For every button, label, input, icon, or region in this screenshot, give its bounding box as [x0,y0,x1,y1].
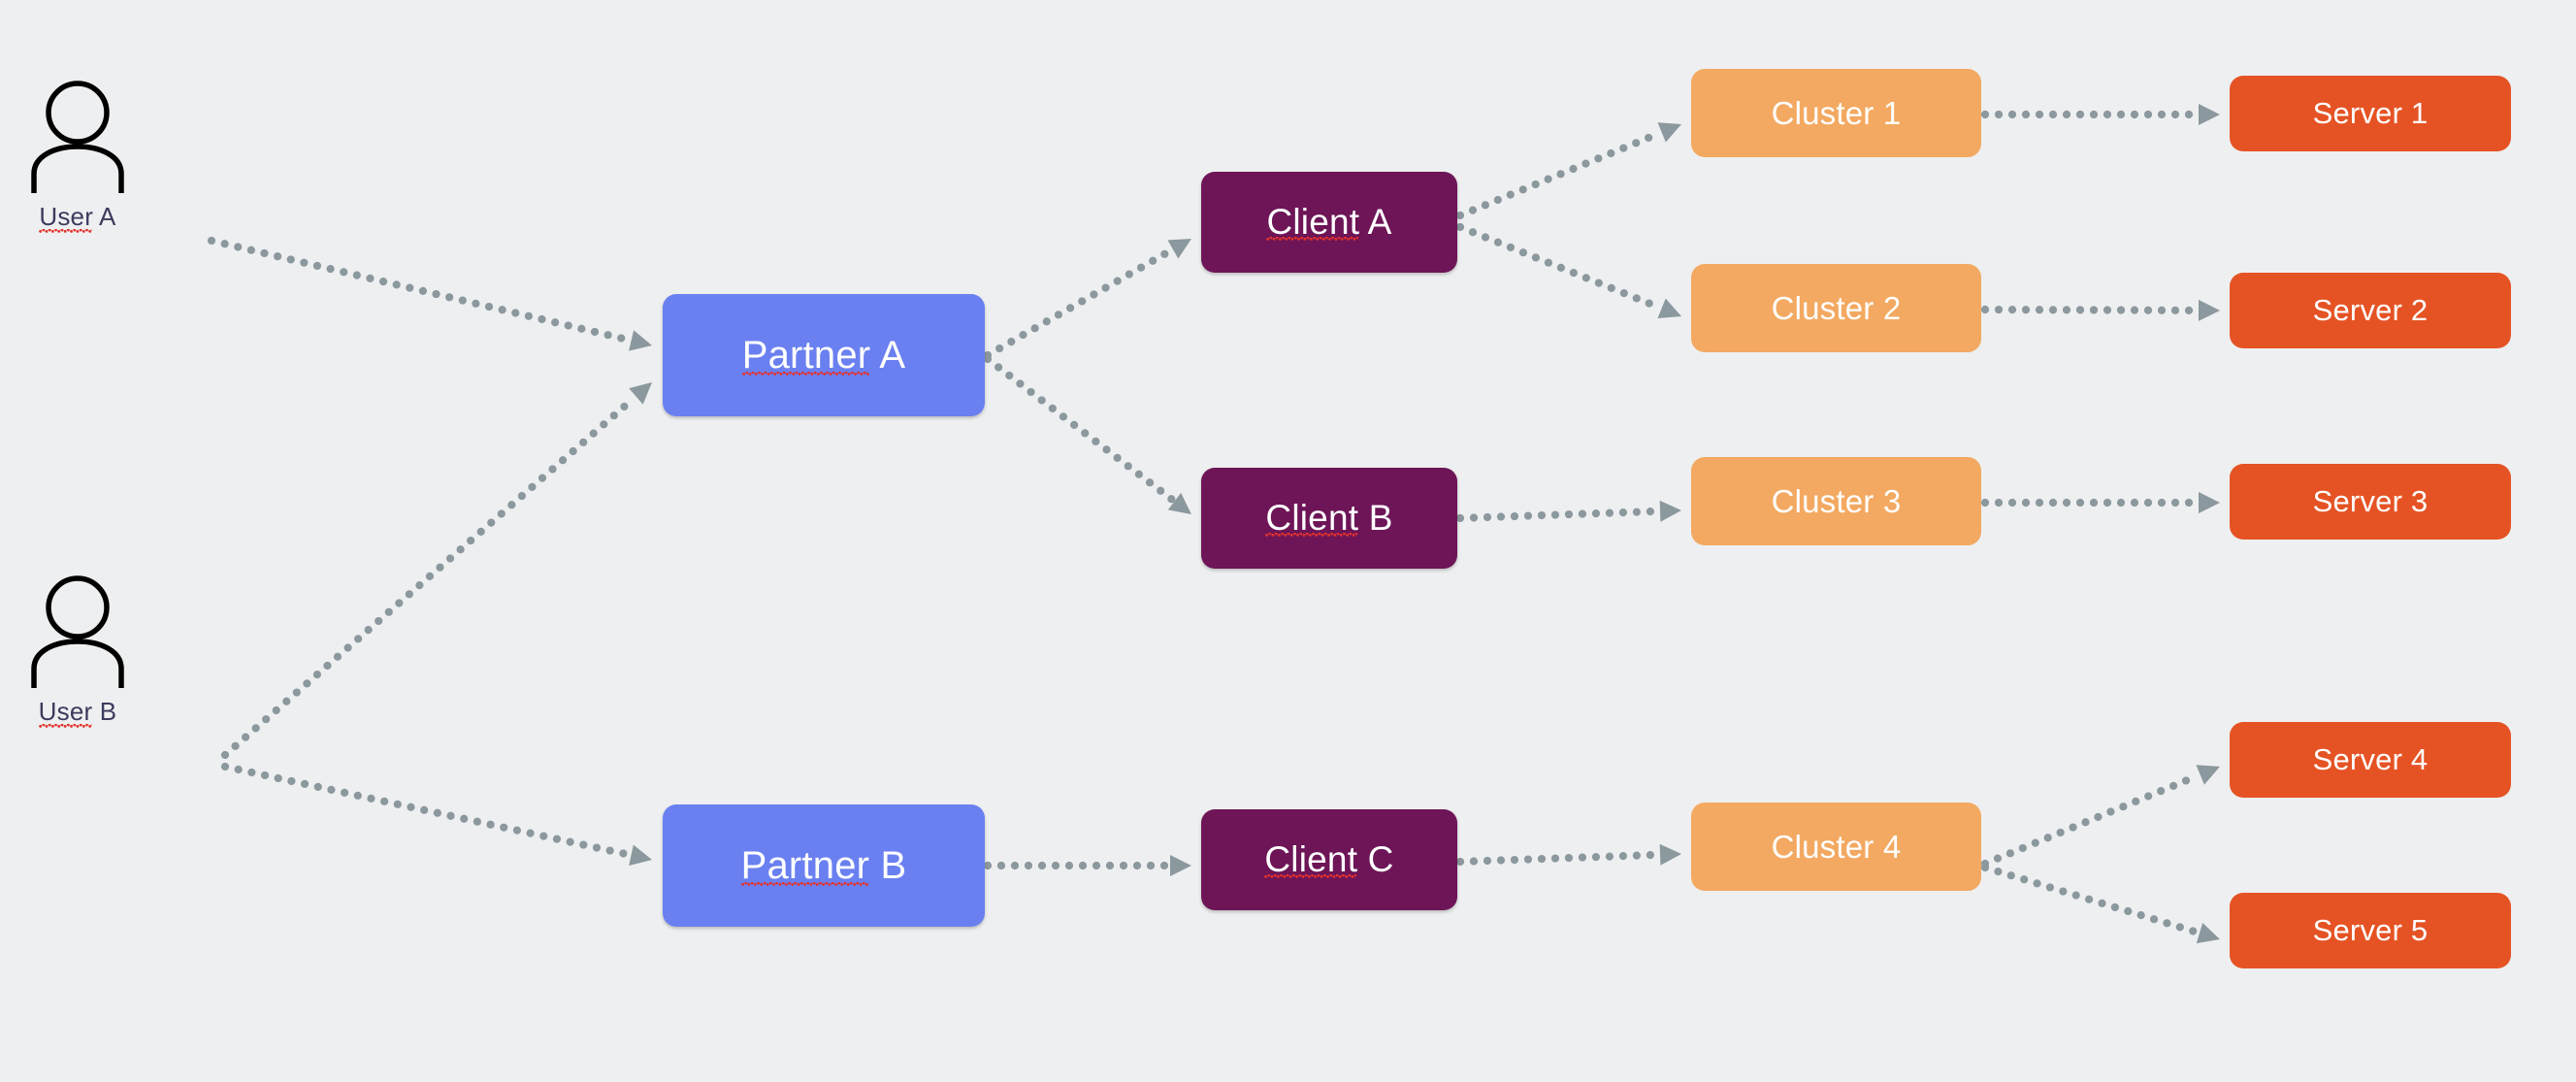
node-server-2[interactable]: Server 2 [2230,273,2511,348]
node-label: Partner B [740,843,907,887]
node-label: Server 2 [2312,293,2429,327]
node-server-5[interactable]: Server 5 [2230,893,2511,968]
edge-client-a-cluster-2 [1455,222,1681,318]
spellcheck-underline [740,881,868,886]
person-icon [31,81,124,193]
node-label: Cluster 3 [1771,482,1902,519]
edge-partner-a-client-a [983,239,1191,360]
edge-client-a-cluster-1 [1455,122,1681,220]
spellcheck-underline [1266,237,1359,241]
person-icon [31,575,124,688]
edge-user-b-partner-b [220,762,652,867]
node-partner-a[interactable]: Partner A [663,294,985,416]
node-client-a[interactable]: Client A [1201,172,1457,273]
node-label: Cluster 4 [1771,828,1902,865]
edge-cluster-4-server-4 [1980,765,2220,869]
spellcheck-underline [38,724,92,728]
node-label: Partner A [741,333,906,377]
user-a[interactable]: User A [10,81,146,233]
spellcheck-underline [1265,533,1358,537]
user-b[interactable]: User B [10,575,146,728]
spellcheck-underline [39,229,93,233]
node-server-1[interactable]: Server 1 [2230,76,2511,151]
node-label: Server 4 [2312,742,2429,776]
edge-cluster-1-server-1 [1980,104,2220,125]
node-label: Server 5 [2312,913,2429,947]
node-label: Client B [1265,498,1393,538]
edge-partner-b-client-c [983,855,1191,876]
edge-cluster-3-server-3 [1980,492,2220,513]
edge-cluster-4-server-5 [1980,863,2220,944]
node-cluster-2[interactable]: Cluster 2 [1691,264,1981,352]
node-label: Cluster 2 [1771,289,1902,326]
edge-cluster-2-server-2 [1980,299,2220,321]
node-cluster-3[interactable]: Cluster 3 [1691,457,1981,545]
node-label: Cluster 1 [1771,94,1902,131]
node-partner-b[interactable]: Partner B [663,804,985,927]
spellcheck-underline [741,371,869,376]
node-label: Server 3 [2312,484,2429,518]
node-client-c[interactable]: Client C [1201,809,1457,910]
node-cluster-1[interactable]: Cluster 1 [1691,69,1981,157]
node-label: Server 1 [2312,96,2429,130]
edge-partner-a-client-b [983,354,1191,514]
user-a-label: User A [39,202,116,233]
user-b-label: User B [38,697,117,728]
edge-client-c-cluster-4 [1455,843,1681,867]
spellcheck-underline [1264,874,1356,878]
node-client-b[interactable]: Client B [1201,468,1457,569]
edge-user-b-partner-a [220,382,652,760]
node-cluster-4[interactable]: Cluster 4 [1691,803,1981,891]
node-server-3[interactable]: Server 3 [2230,464,2511,540]
edge-client-b-cluster-3 [1455,500,1681,523]
node-label: Client A [1266,202,1392,242]
node-label: Client C [1264,839,1394,879]
edge-user-a-partner-a [207,236,652,351]
node-server-4[interactable]: Server 4 [2230,722,2511,798]
